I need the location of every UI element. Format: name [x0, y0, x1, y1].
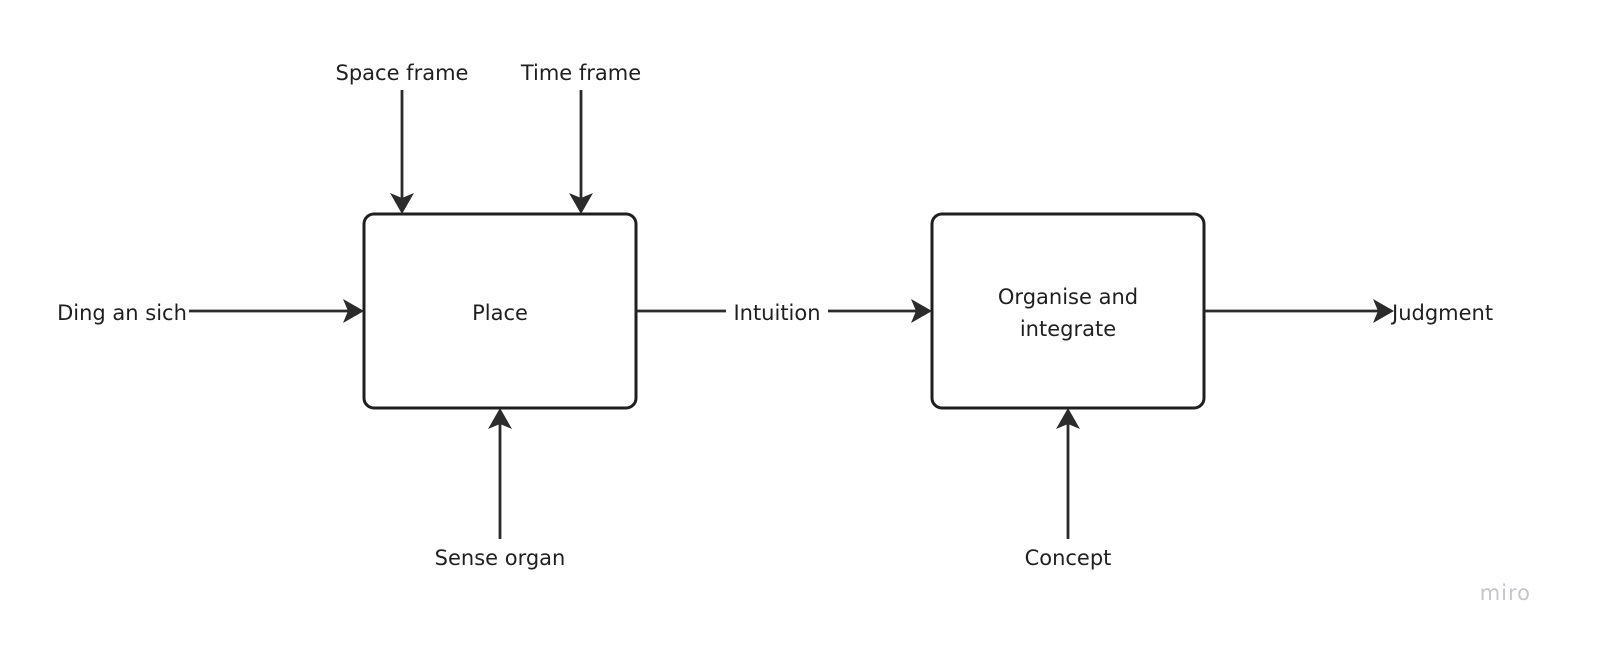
place-label: Place — [472, 301, 528, 325]
intuition-label: Intuition — [733, 301, 820, 325]
concept-arrowhead — [1056, 408, 1080, 429]
space-frame-arrowhead — [390, 193, 414, 214]
organise-label-line1: Organise and — [998, 285, 1138, 309]
time-frame-arrowhead — [569, 193, 593, 214]
miro-watermark: miro — [1480, 581, 1531, 605]
judgment-label: Judgment — [1390, 301, 1493, 325]
ding-an-sich-label: Ding an sich — [57, 301, 187, 325]
judgment-arrowhead — [1373, 299, 1394, 323]
concept-label: Concept — [1025, 546, 1112, 570]
organise-label-line2: integrate — [1020, 317, 1116, 341]
organise-integrate-box[interactable] — [930, 212, 1206, 410]
ding-an-sich-arrowhead — [343, 299, 364, 323]
intuition-arrowhead — [911, 299, 932, 323]
time-frame-label: Time frame — [520, 61, 641, 85]
sense-organ-arrowhead — [488, 408, 512, 429]
space-frame-label: Space frame — [336, 61, 469, 85]
sense-organ-label: Sense organ — [435, 546, 566, 570]
